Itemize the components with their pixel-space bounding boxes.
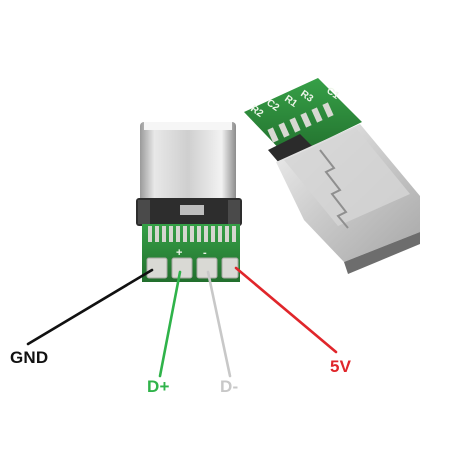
rear-shell-top xyxy=(284,128,410,226)
front-solder-pads xyxy=(146,257,239,279)
vbus-wire xyxy=(234,266,338,354)
front-metal-shell xyxy=(140,122,236,208)
wire-lines xyxy=(26,266,338,378)
front-clip-left-tab xyxy=(138,200,150,224)
front-clip-window xyxy=(180,205,204,215)
dplus-wire xyxy=(158,270,182,378)
gnd-label: GND xyxy=(10,348,49,367)
dminus-wire xyxy=(206,270,232,378)
rear-shell-seam xyxy=(319,149,349,229)
vbus-label: 5V xyxy=(330,357,352,376)
rear-shell-mouth xyxy=(344,232,420,274)
front-shell-top xyxy=(144,122,232,130)
front-connector: + - xyxy=(136,122,242,282)
front-clip-right-tab xyxy=(228,200,240,224)
front-pcb-pins xyxy=(148,226,236,242)
pad-mark-minus: - xyxy=(203,247,207,259)
dminus-label: D- xyxy=(220,377,239,396)
rear-connector: C1 R3 R1 C2 R2 xyxy=(244,78,420,274)
rear-clip xyxy=(268,134,312,164)
rear-pcb-pads xyxy=(267,102,334,143)
pad-mark-plus: + xyxy=(176,247,182,259)
gnd-wire xyxy=(26,268,154,346)
dplus-label: D+ xyxy=(147,377,170,396)
